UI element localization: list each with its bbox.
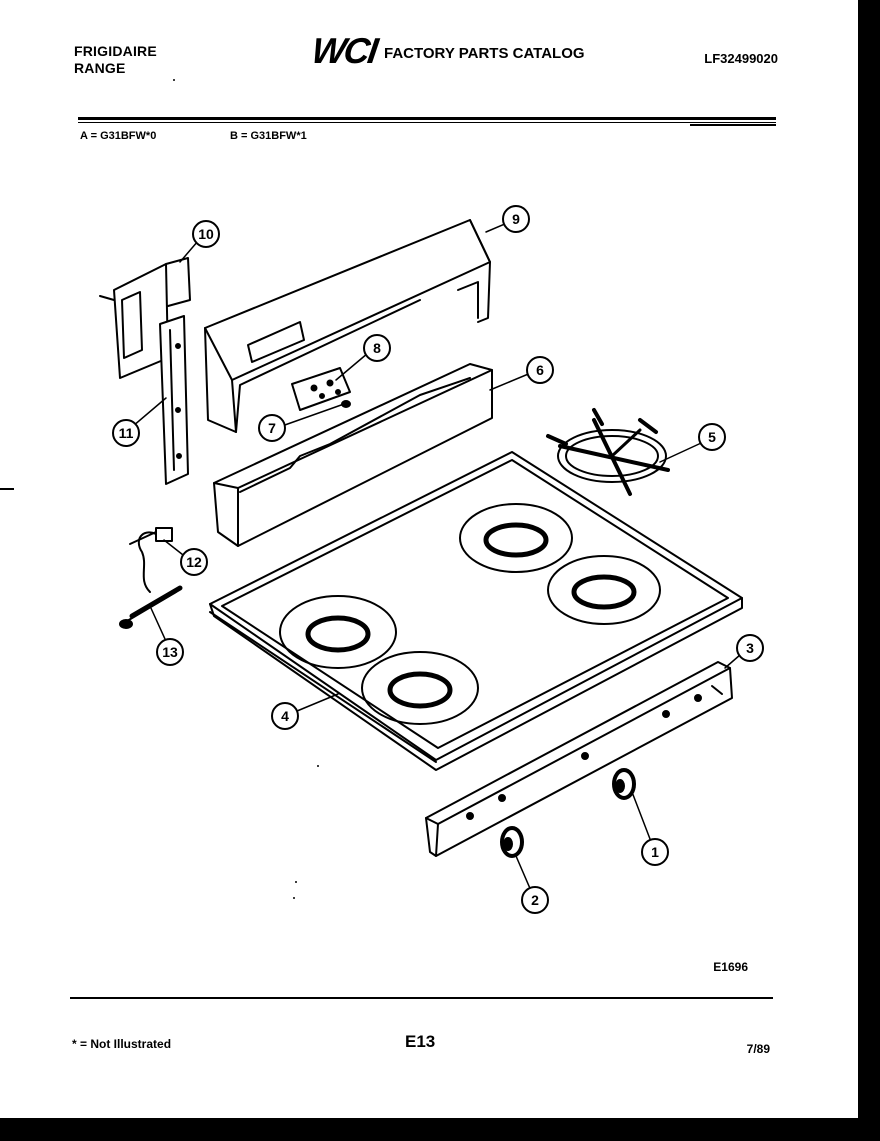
not-illustrated-note: * = Not Illustrated bbox=[72, 1037, 172, 1051]
callout-8 bbox=[363, 334, 391, 362]
callout-4 bbox=[271, 702, 299, 730]
igniter-assembly bbox=[119, 527, 183, 629]
exploded-parts-diagram: 1 2 3 4 5 6 7 8 9 10 11 12 13 bbox=[99, 79, 764, 914]
callout-1 bbox=[641, 838, 669, 866]
margin-tick bbox=[0, 488, 14, 490]
burner-grate bbox=[546, 408, 670, 496]
callout-label-8: 8 bbox=[373, 340, 381, 356]
callout-label-7: 7 bbox=[268, 420, 276, 436]
callout-10 bbox=[192, 220, 220, 248]
callout-5 bbox=[698, 423, 726, 451]
catalog-number: LF32499020 bbox=[704, 51, 778, 66]
header-rule bbox=[78, 117, 776, 120]
header-rule-thin bbox=[78, 122, 776, 123]
backguard-panel bbox=[204, 219, 491, 433]
diagram-code: E1696 bbox=[713, 960, 748, 974]
callout-3 bbox=[736, 634, 764, 662]
callout-13 bbox=[156, 638, 184, 666]
manifold-panel bbox=[425, 661, 733, 857]
footer-rule bbox=[70, 997, 773, 999]
callout-12 bbox=[180, 548, 208, 576]
callout-label-13: 13 bbox=[162, 644, 178, 660]
callout-7 bbox=[258, 414, 286, 442]
brand-name: FRIGIDAIRE bbox=[74, 43, 157, 59]
callout-label-12: 12 bbox=[186, 554, 202, 570]
callout-6 bbox=[526, 356, 554, 384]
callout-9 bbox=[502, 205, 530, 233]
model-a: A = G31BFW*0 bbox=[80, 130, 157, 142]
burner-box-front bbox=[213, 363, 493, 547]
scan-specks bbox=[173, 79, 319, 899]
clock-timer bbox=[291, 367, 351, 411]
callout-label-5: 5 bbox=[708, 429, 716, 445]
callout-11 bbox=[112, 419, 140, 447]
callout-label-3: 3 bbox=[746, 640, 754, 656]
burner-knob-1 bbox=[612, 768, 636, 800]
page-number: E13 bbox=[405, 1032, 436, 1051]
cooktop bbox=[209, 451, 743, 771]
model-b: B = G31BFW*1 bbox=[230, 130, 307, 142]
brand-block: FRIGIDAIRE RANGE bbox=[74, 43, 157, 77]
callout-label-11: 11 bbox=[119, 425, 134, 441]
callout-label-9: 9 bbox=[512, 211, 520, 227]
catalog-header: WCI FACTORY PARTS CATALOG bbox=[309, 30, 585, 71]
callout-label-2: 2 bbox=[531, 892, 539, 908]
burner-knob-2 bbox=[500, 826, 524, 858]
callout-label-6: 6 bbox=[536, 362, 544, 378]
parts-catalog-page: FRIGIDAIRE RANGE WCI FACTORY PARTS CATAL… bbox=[0, 0, 858, 1118]
side-bracket bbox=[99, 257, 191, 485]
product-type: RANGE bbox=[74, 60, 126, 76]
catalog-title: FACTORY PARTS CATALOG bbox=[383, 44, 585, 62]
callout-label-10: 10 bbox=[198, 226, 214, 242]
catalog-date: 7/89 bbox=[746, 1042, 770, 1056]
callout-label-1: 1 bbox=[651, 844, 659, 860]
callout-2 bbox=[521, 886, 549, 914]
header-rule-end bbox=[690, 124, 776, 126]
callout-label-4: 4 bbox=[281, 708, 289, 724]
